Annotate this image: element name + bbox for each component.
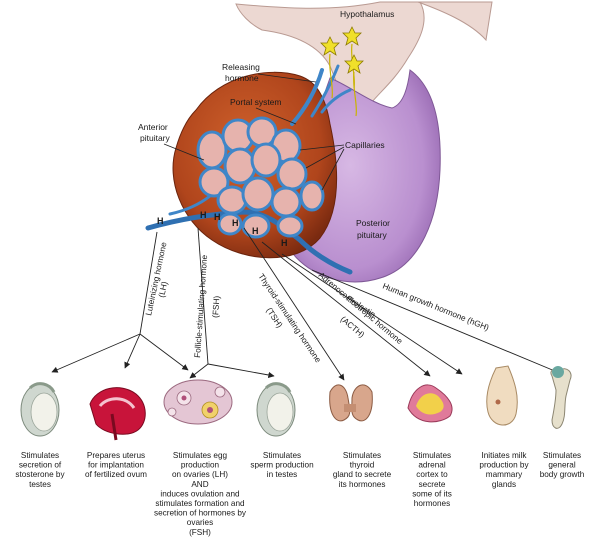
anterior-pituitary-label-line1: Anterior: [138, 122, 168, 132]
hormone-marker: H: [281, 238, 288, 248]
caption-line: Stimulates: [543, 451, 581, 460]
capillary-lobule: [299, 180, 325, 212]
hypothalamus-label: Hypothalamus: [340, 9, 394, 19]
posterior-pituitary-label-line1: Posterior: [356, 218, 390, 228]
hormone-marker: H: [214, 212, 221, 222]
caption-line: (FSH): [189, 528, 211, 537]
capillary-lobule: [276, 214, 304, 238]
caption-line: stosterone by: [15, 470, 65, 479]
caption-line: some of its: [412, 489, 452, 498]
hormone-arrows: [51, 227, 563, 381]
releasing-hormone-label-line2: hormone: [225, 73, 259, 83]
bone-illustration: [550, 366, 572, 429]
prolactin-label: Prolactin: [345, 293, 378, 319]
target-organs: [20, 365, 572, 441]
acth-abbrev: (ACTH): [339, 314, 367, 340]
caption-line: sperm production: [250, 461, 314, 470]
caption-line: testes: [29, 480, 51, 489]
caption-line: of fertilized ovum: [85, 470, 147, 479]
caption-line: hormones: [414, 499, 450, 508]
neuron-cell-body: [344, 54, 364, 74]
capillary-lobule: [223, 147, 257, 185]
capillary-lobule: [241, 213, 271, 239]
caption-line: on ovaries (LH): [172, 470, 228, 479]
capillary-lobule: [198, 166, 230, 198]
testis-illustration-lh: [20, 382, 60, 437]
capillary-lobule: [241, 176, 275, 212]
caption-line: Stimulates: [343, 451, 381, 460]
posterior-pituitary-label-line2: pituitary: [357, 230, 388, 240]
caption-line: gland to secrete: [333, 470, 392, 479]
caption-line: mammary: [486, 470, 523, 479]
neuron-cell-body: [320, 36, 340, 56]
caption-line: Prepares uterus: [87, 451, 145, 460]
hormone-marker: H: [232, 218, 239, 228]
caption-line: Stimulates egg: [173, 451, 228, 460]
hypothalamic-neurons: [320, 26, 364, 117]
caption-line: adrenal: [418, 461, 445, 470]
caption-line: its hormones: [339, 480, 386, 489]
mammary-gland-illustration: [486, 365, 518, 426]
hgh-label: Human growth hormone (hGH): [381, 281, 491, 333]
caption-line: ovaries: [187, 518, 213, 527]
portal-system-label: Portal system: [230, 97, 282, 107]
adrenal-gland-illustration: [407, 384, 453, 423]
ovary-illustration: [163, 379, 233, 425]
caption-line: secrete: [419, 480, 446, 489]
caption-line: induces ovulation and: [160, 489, 240, 498]
anterior-pituitary-label-line2: pituitary: [140, 133, 171, 143]
caption-line: body growth: [540, 470, 585, 479]
caption-line: production by: [479, 461, 529, 470]
caption-line: Stimulates: [21, 451, 59, 460]
caption-line: in testes: [267, 470, 298, 479]
lh-abbrev: (LH): [156, 280, 169, 298]
structure-labels: Hypothalamus Releasing hormone Portal sy…: [138, 9, 394, 240]
hormone-marker: H: [200, 210, 207, 220]
neuron-axon: [352, 71, 358, 117]
testis-illustration-fsh: [256, 382, 296, 437]
neuron-cell-body: [342, 26, 362, 46]
uterus-illustration: [89, 387, 146, 441]
caption-line: general: [548, 461, 575, 470]
hormone-marker: H: [252, 226, 259, 236]
caption-line: Initiates milk: [481, 451, 527, 460]
capillary-lobule: [217, 212, 243, 236]
caption-line: secretion of: [19, 461, 62, 470]
tsh-label: Thyroid-stimulating hormone: [256, 272, 323, 365]
caption-line: secretion of hormones by: [154, 509, 247, 518]
caption-line: thyroid: [350, 461, 375, 470]
caption-line: Stimulates: [413, 451, 451, 460]
capillary-lobule: [250, 142, 282, 178]
thyroid-illustration: [329, 384, 373, 422]
caption-line: cortex to: [416, 470, 448, 479]
capillary-lobule: [276, 157, 308, 191]
caption-line: AND: [191, 480, 208, 489]
hormone-marker: H: [157, 216, 164, 226]
neuron-axon: [328, 53, 334, 99]
caption-line: glands: [492, 480, 516, 489]
lh-label: Luteinizing hormone: [143, 241, 168, 317]
caption-line: production: [181, 461, 220, 470]
caption-line: stimulates formation and: [155, 499, 245, 508]
capillary-lobule: [270, 186, 302, 218]
releasing-hormone-label-line1: Releasing: [222, 62, 260, 72]
capillaries-label: Capillaries: [345, 140, 385, 150]
caption-line: for implantation: [88, 461, 144, 470]
capillary-lobules: [196, 116, 325, 239]
caption-line: Stimulates: [263, 451, 301, 460]
fsh-abbrev: (FSH): [210, 295, 222, 318]
portal-system-vessels: [145, 64, 353, 275]
